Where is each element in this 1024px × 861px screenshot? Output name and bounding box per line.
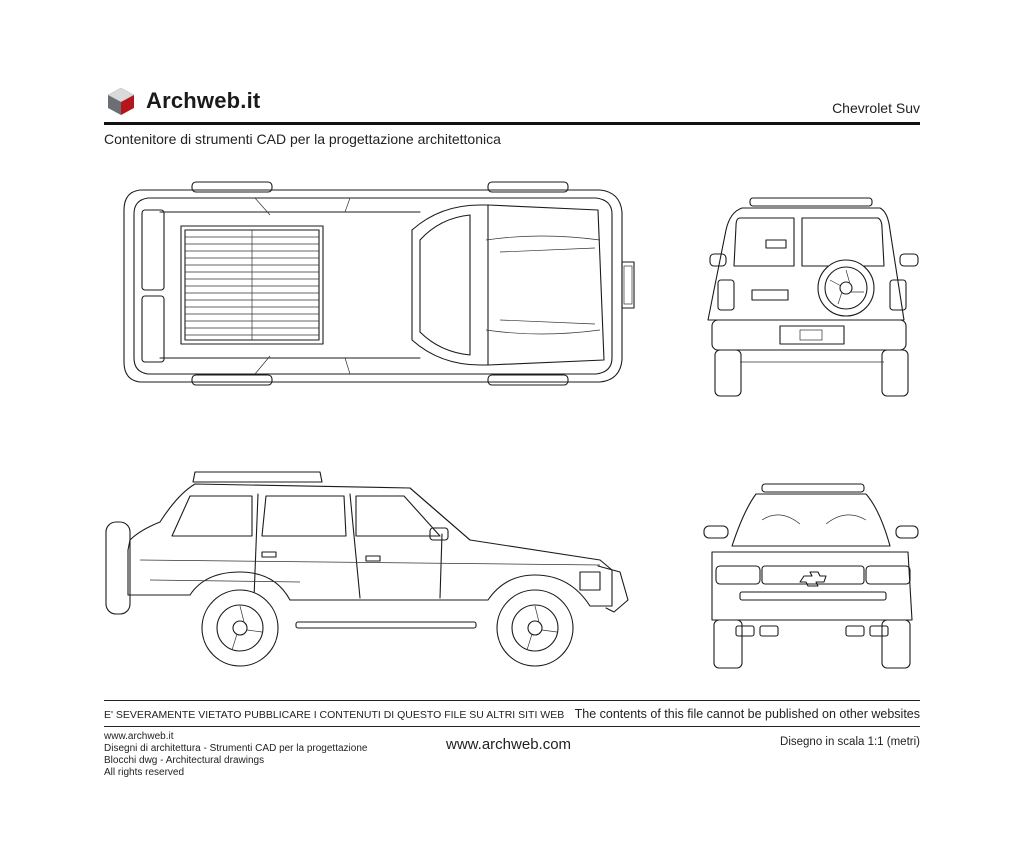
footer-divider-bottom — [104, 726, 920, 727]
footer-line-drawings: Disegni di architettura - Strumenti CAD … — [104, 743, 368, 754]
footer-line-blocks: Blocchi dwg - Architectural drawings — [104, 755, 265, 766]
suv-top-view — [123, 181, 635, 386]
suv-front-view — [703, 483, 919, 669]
scale-note: Disegno in scala 1:1 (metri) — [780, 736, 920, 748]
warning-english: The contents of this file cannot be publ… — [574, 707, 920, 721]
drawing-title: Chevrolet Suv — [832, 100, 920, 116]
website-link[interactable]: www.archweb.com — [446, 736, 572, 753]
footer-line-rights: All rights reserved — [104, 767, 185, 778]
footer-info: www.archweb.it Disegni di architettura -… — [104, 731, 367, 779]
subtitle: Contenitore di strumenti CAD per la prog… — [104, 131, 501, 147]
logo: Archweb.it — [106, 86, 260, 116]
chevrolet-bowtie-icon — [799, 571, 827, 587]
warning-italian: E' SEVERAMENTE VIETATO PUBBLICARE I CONT… — [104, 709, 565, 721]
suv-side-view — [105, 471, 629, 667]
brand-name: Archweb.it — [146, 88, 261, 113]
roof-rack-slats — [185, 230, 319, 340]
footer-divider-top — [104, 700, 920, 701]
cad-drawing — [105, 181, 919, 669]
header-divider — [104, 122, 920, 125]
suv-rear-view — [707, 197, 919, 397]
footer-line-website: www.archweb.it — [104, 731, 174, 742]
archweb-logo-cube-icon — [107, 87, 135, 115]
